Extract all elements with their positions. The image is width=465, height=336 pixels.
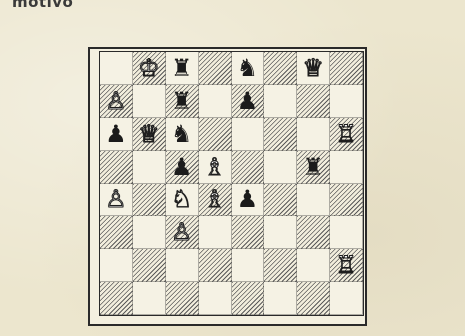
white-queen-icon[interactable]: ♕	[138, 122, 160, 146]
square-a8[interactable]	[100, 52, 133, 85]
black-knight-icon[interactable]: ♞	[171, 122, 193, 146]
square-h5[interactable]	[330, 151, 363, 184]
black-rook-icon[interactable]: ♜	[171, 89, 193, 113]
square-a5[interactable]	[100, 151, 133, 184]
black-knight-icon[interactable]: ♞	[237, 56, 259, 80]
square-g8[interactable]: ♕	[297, 52, 330, 85]
black-pawn-icon[interactable]: ♟	[105, 122, 127, 146]
square-c4[interactable]: ♘	[166, 184, 199, 217]
square-d7[interactable]	[199, 85, 232, 118]
black-pawn-icon[interactable]: ♟	[237, 187, 259, 211]
square-d4[interactable]: ♗	[199, 184, 232, 217]
white-pawn-icon[interactable]: ♙	[105, 89, 127, 113]
square-f2[interactable]	[264, 249, 297, 282]
square-f1[interactable]	[264, 282, 297, 315]
square-e3[interactable]	[232, 216, 265, 249]
square-e8[interactable]: ♞	[232, 52, 265, 85]
square-f6[interactable]	[264, 118, 297, 151]
square-h1[interactable]	[330, 282, 363, 315]
white-king-icon[interactable]: ♔	[138, 56, 160, 80]
chess-board: ♔ ♜ ♞ ♕ ♙ ♜ ♟ ♟ ♕ ♞ ♖ ♟ ♗ ♜ ♙ ♘ ♗ ♟ ♙ ♖	[99, 51, 364, 316]
square-c6[interactable]: ♞	[166, 118, 199, 151]
white-rook-icon[interactable]: ♖	[335, 253, 357, 277]
square-b4[interactable]	[133, 184, 166, 217]
square-d8[interactable]	[199, 52, 232, 85]
black-rook-icon[interactable]: ♜	[171, 56, 193, 80]
square-f4[interactable]	[264, 184, 297, 217]
square-b2[interactable]	[133, 249, 166, 282]
square-c2[interactable]	[166, 249, 199, 282]
white-pawn-icon[interactable]: ♙	[171, 220, 193, 244]
square-a7[interactable]: ♙	[100, 85, 133, 118]
square-c5[interactable]: ♟	[166, 151, 199, 184]
white-rook-icon[interactable]: ♖	[335, 122, 357, 146]
white-pawn-icon[interactable]: ♙	[105, 187, 127, 211]
black-pawn-icon[interactable]: ♟	[237, 89, 259, 113]
black-pawn-icon[interactable]: ♟	[171, 155, 193, 179]
square-f7[interactable]	[264, 85, 297, 118]
square-a6[interactable]: ♟	[100, 118, 133, 151]
square-c8[interactable]: ♜	[166, 52, 199, 85]
square-b7[interactable]	[133, 85, 166, 118]
square-e1[interactable]	[232, 282, 265, 315]
square-e4[interactable]: ♟	[232, 184, 265, 217]
square-c1[interactable]	[166, 282, 199, 315]
square-g3[interactable]	[297, 216, 330, 249]
square-d1[interactable]	[199, 282, 232, 315]
square-g4[interactable]	[297, 184, 330, 217]
square-a2[interactable]	[100, 249, 133, 282]
square-h8[interactable]	[330, 52, 363, 85]
square-b6[interactable]: ♕	[133, 118, 166, 151]
square-c7[interactable]: ♜	[166, 85, 199, 118]
square-d5[interactable]: ♗	[199, 151, 232, 184]
square-d3[interactable]	[199, 216, 232, 249]
square-h3[interactable]	[330, 216, 363, 249]
square-g7[interactable]	[297, 85, 330, 118]
page-caption: motivo	[12, 0, 73, 11]
white-knight-icon[interactable]: ♘	[171, 187, 193, 211]
square-f3[interactable]	[264, 216, 297, 249]
square-h6[interactable]: ♖	[330, 118, 363, 151]
square-g1[interactable]	[297, 282, 330, 315]
white-bishop-icon[interactable]: ♗	[204, 155, 226, 179]
square-c3[interactable]: ♙	[166, 216, 199, 249]
square-g2[interactable]	[297, 249, 330, 282]
square-d2[interactable]	[199, 249, 232, 282]
square-f5[interactable]	[264, 151, 297, 184]
square-h2[interactable]: ♖	[330, 249, 363, 282]
square-b3[interactable]	[133, 216, 166, 249]
square-h7[interactable]	[330, 85, 363, 118]
square-a1[interactable]	[100, 282, 133, 315]
square-e5[interactable]	[232, 151, 265, 184]
square-d6[interactable]	[199, 118, 232, 151]
square-b8[interactable]: ♔	[133, 52, 166, 85]
square-e7[interactable]: ♟	[232, 85, 265, 118]
square-b1[interactable]	[133, 282, 166, 315]
square-b5[interactable]	[133, 151, 166, 184]
square-a3[interactable]	[100, 216, 133, 249]
square-e6[interactable]	[232, 118, 265, 151]
square-h4[interactable]	[330, 184, 363, 217]
square-a4[interactable]: ♙	[100, 184, 133, 217]
square-g6[interactable]	[297, 118, 330, 151]
square-e2[interactable]	[232, 249, 265, 282]
square-g5[interactable]: ♜	[297, 151, 330, 184]
square-f8[interactable]	[264, 52, 297, 85]
white-queen-icon[interactable]: ♕	[302, 56, 324, 80]
black-rook-icon[interactable]: ♜	[302, 155, 324, 179]
white-bishop-icon[interactable]: ♗	[204, 187, 226, 211]
